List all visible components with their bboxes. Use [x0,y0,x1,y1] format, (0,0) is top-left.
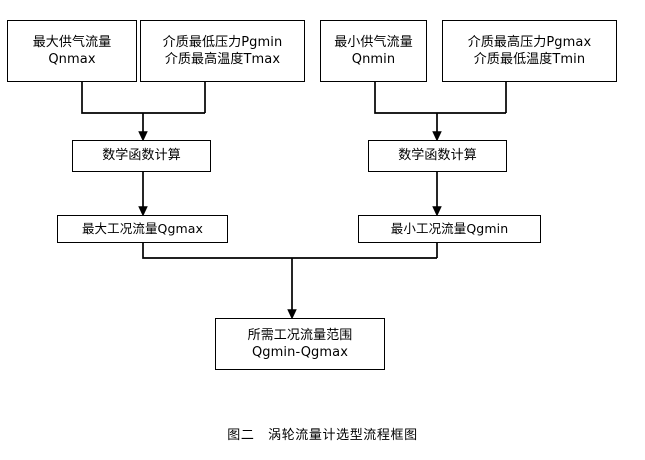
node-math-function-left-label: 数学函数计算 [102,148,181,164]
node-max-pressure-min-temp-line2: 介质最低温度Tmin [473,52,586,67]
node-max-pressure-min-temp-line1: 介质最高压力Pgmax [467,34,592,50]
node-max-supply-flow-line1: 最大供气流量 [32,34,112,50]
node-max-working-flow[interactable]: 最大工况流量Qgmax [57,215,228,243]
node-min-supply-flow-line1: 最小供气流量 [334,34,413,50]
edge-n3-to-merge-b [374,82,506,114]
node-required-flow-range-line1: 所需工况流量范围 [247,327,353,343]
edge-n7-to-merge-c [142,243,437,259]
node-min-pressure-max-temp-line1: 介质最低压力Pgmin [162,34,283,50]
node-max-working-flow-label: 最大工况流量Qgmax [81,220,204,236]
node-min-pressure-max-temp[interactable]: 介质最低压力Pgmin 介质最高温度Tmax [140,20,305,82]
node-math-function-right-label: 数学函数计算 [398,148,477,164]
node-min-working-flow[interactable]: 最小工况流量Qgmin [358,215,541,243]
node-max-pressure-min-temp[interactable]: 介质最高压力Pgmax 介质最低温度Tmin [442,20,617,82]
node-required-flow-range-line2: Qgmin-Qgmax [251,345,349,360]
node-max-supply-flow-line2: Qnmax [48,52,96,67]
node-min-supply-flow[interactable]: 最小供气流量 Qnmin [320,20,427,82]
node-required-flow-range[interactable]: 所需工况流量范围 Qgmin-Qgmax [215,318,385,370]
node-min-pressure-max-temp-line2: 介质最高温度Tmax [164,52,281,67]
node-min-supply-flow-line2: Qnmin [351,52,396,67]
node-math-function-right[interactable]: 数学函数计算 [368,140,507,172]
edge-n1-to-merge-a [81,82,205,114]
node-max-supply-flow[interactable]: 最大供气流量 Qnmax [7,20,137,82]
figure-caption: 图二 涡轮流量计选型流程框图 [227,428,418,443]
node-math-function-left[interactable]: 数学函数计算 [72,140,211,172]
node-min-working-flow-label: 最小工况流量Qgmin [390,220,509,236]
